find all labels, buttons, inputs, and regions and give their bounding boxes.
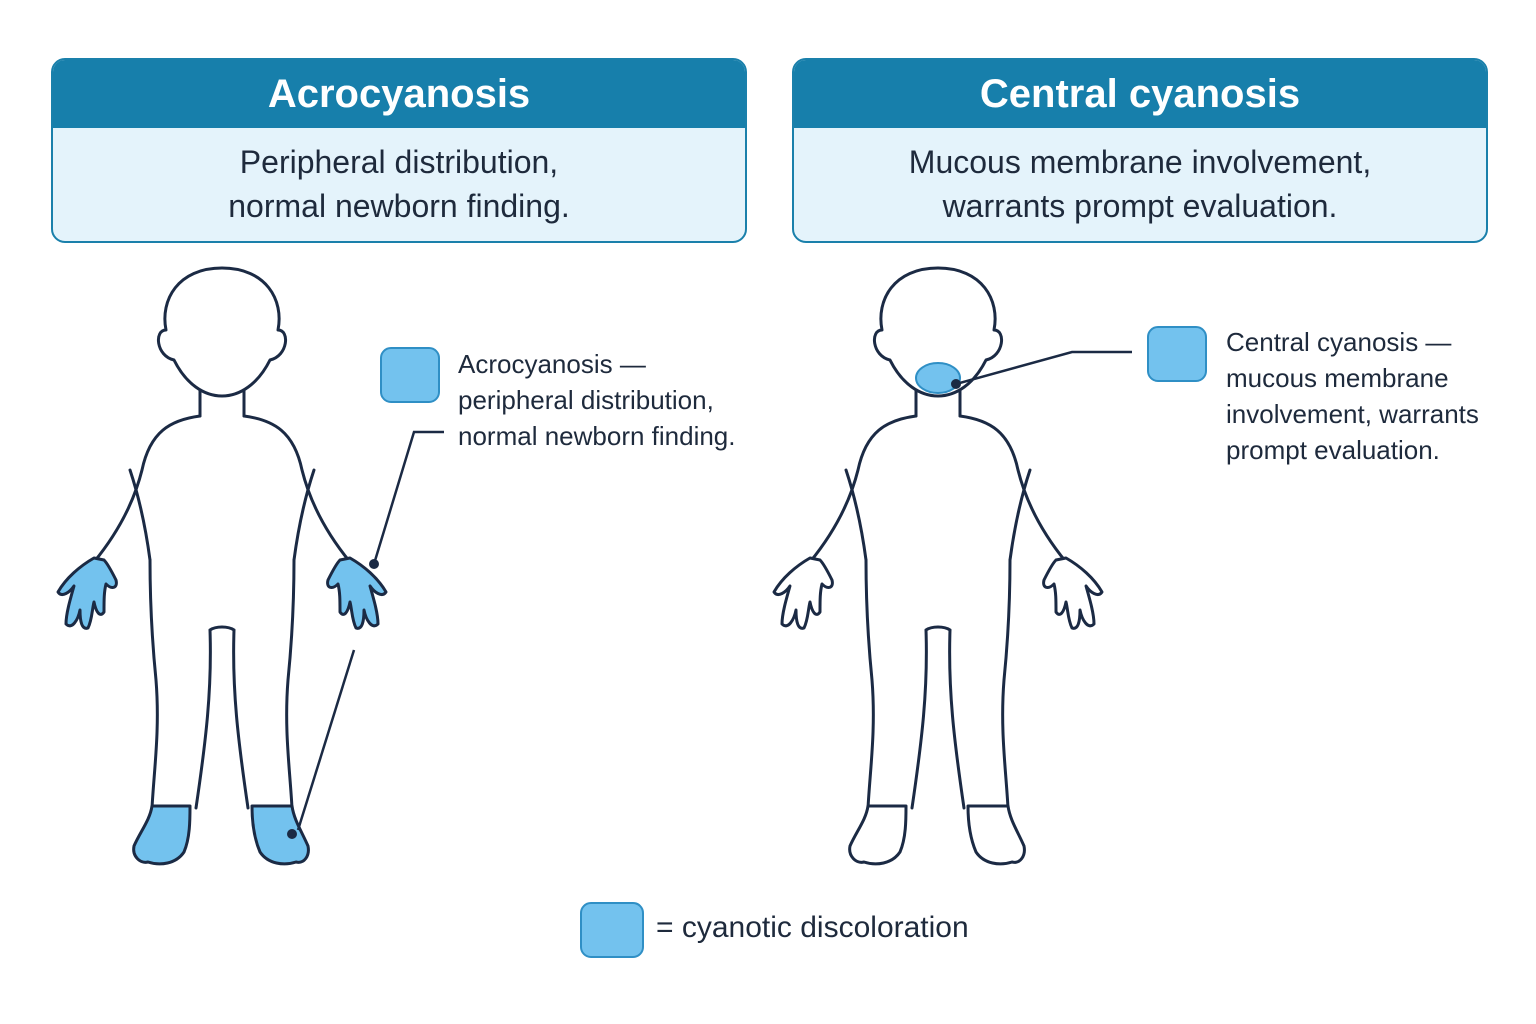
central-cyanosis-baby-figure bbox=[772, 266, 1104, 866]
acrocyanosis-right-foot bbox=[250, 804, 310, 866]
central-cyanosis-swatch-icon bbox=[1147, 326, 1207, 382]
central-cyanosis-leader-line bbox=[955, 350, 1132, 386]
central-cyanosis-header-card: Central cyanosis Mucous membrane involve… bbox=[792, 58, 1488, 243]
central-cyanosis-mouth-region bbox=[915, 362, 961, 394]
legend-label: = cyanotic discoloration bbox=[656, 911, 969, 944]
acrocyanosis-title: Acrocyanosis bbox=[53, 60, 745, 128]
central-cyanosis-right-foot bbox=[966, 804, 1026, 866]
central-cyanosis-torso bbox=[808, 414, 1068, 810]
central-cyanosis-left-hand bbox=[772, 556, 834, 630]
acrocyanosis-description: Peripheral distribution, normal newborn … bbox=[228, 144, 570, 224]
central-cyanosis-title: Central cyanosis bbox=[794, 60, 1486, 128]
acrocyanosis-baby-figure bbox=[56, 266, 388, 866]
acrocyanosis-header-card: Acrocyanosis Peripheral distribution, no… bbox=[51, 58, 747, 243]
acrocyanosis-swatch-icon bbox=[380, 347, 440, 403]
acrocyanosis-left-hand bbox=[56, 556, 118, 630]
acrocyanosis-leader-lines bbox=[296, 430, 444, 831]
mouth-leader-dot bbox=[951, 379, 961, 389]
acrocyanosis-left-foot bbox=[132, 804, 192, 866]
central-cyanosis-left-foot bbox=[848, 804, 908, 866]
central-cyanosis-callout: Central cyanosis — mucous membrane invol… bbox=[1226, 327, 1479, 465]
hand-leader-dot bbox=[369, 559, 379, 569]
acrocyanosis-callout: Acrocyanosis — peripheral distribution, … bbox=[458, 349, 736, 451]
central-cyanosis-right-hand bbox=[1042, 556, 1104, 630]
foot-leader-dot bbox=[287, 829, 297, 839]
central-cyanosis-head bbox=[873, 266, 1003, 398]
acrocyanosis-right-hand bbox=[326, 556, 388, 630]
central-cyanosis-description: Mucous membrane involvement, warrants pr… bbox=[908, 144, 1372, 224]
acrocyanosis-torso bbox=[92, 414, 352, 810]
acrocyanosis-head bbox=[157, 266, 287, 398]
legend-swatch-icon bbox=[580, 902, 644, 958]
acrocyanosis-neck bbox=[198, 388, 246, 418]
